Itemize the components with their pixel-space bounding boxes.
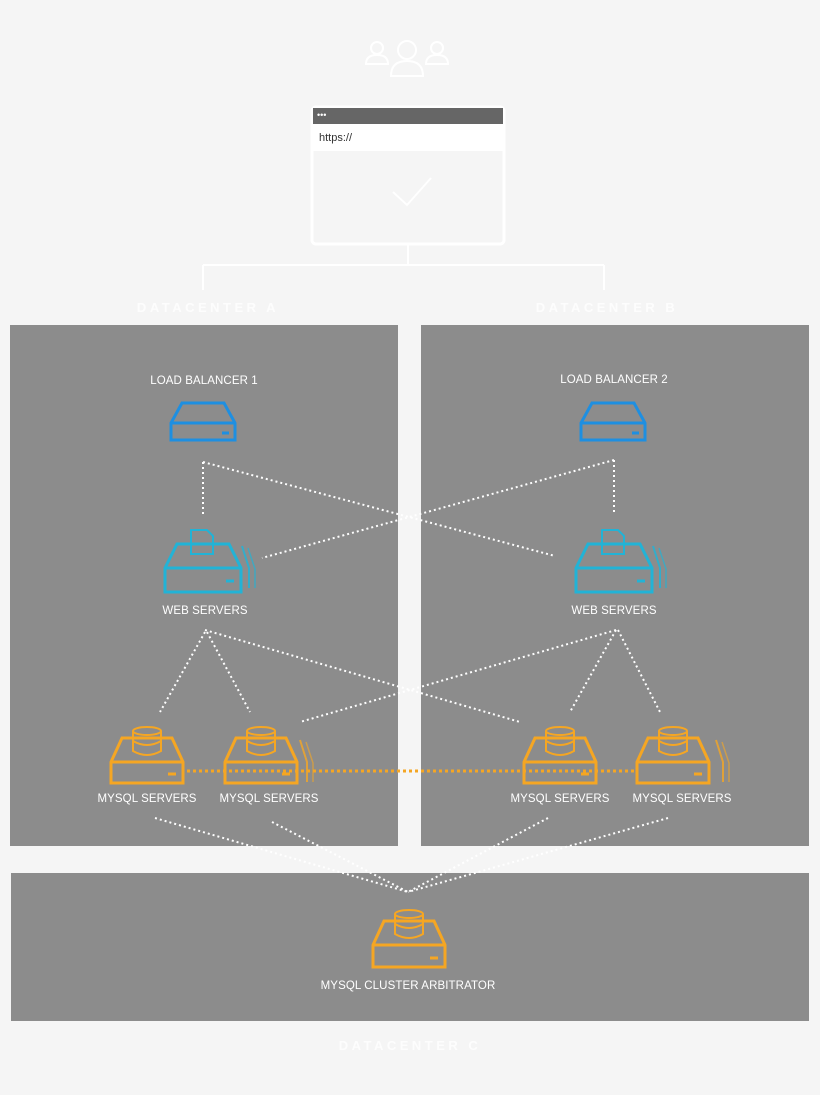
load-balancer-2-label: LOAD BALANCER 2	[560, 374, 668, 386]
datacenter-b-title: DATACENTER B	[535, 300, 679, 315]
datacenter-b-panel	[421, 325, 809, 846]
mysql-server-a1-icon	[109, 726, 185, 785]
load-balancer-1-label: LOAD BALANCER 1	[150, 375, 258, 387]
mysql-server-b1-icon	[522, 726, 598, 785]
datacenter-a-panel	[10, 325, 398, 846]
browser-connector	[202, 244, 605, 290]
web-servers-a-icon	[163, 529, 256, 594]
web-servers-a-label: WEB SERVERS	[162, 605, 248, 617]
browser-window-icon	[310, 105, 506, 246]
mysql-server-a2-icon	[223, 726, 314, 785]
browser-url: https://	[319, 132, 353, 144]
mysql-arbitrator-icon	[371, 909, 447, 969]
users-group-icon	[364, 40, 450, 77]
datacenter-c-panel	[11, 873, 809, 1021]
load-balancer-2-server-icon	[579, 401, 647, 442]
web-servers-b-icon	[574, 529, 667, 594]
mysql-arbitrator-label: MYSQL CLUSTER ARBITRATOR	[320, 980, 496, 992]
mysql-servers-b2-label: MYSQL SERVERS	[632, 793, 732, 805]
datacenter-a-title: DATACENTER A	[136, 300, 280, 315]
mysql-servers-a2-label: MYSQL SERVERS	[219, 793, 319, 805]
load-balancer-1-server-icon	[169, 401, 237, 442]
mysql-servers-b1-label: MYSQL SERVERS	[510, 793, 610, 805]
web-servers-b-label: WEB SERVERS	[571, 605, 657, 617]
browser-dots: •••	[317, 110, 327, 120]
mysql-server-b2-icon	[635, 726, 730, 785]
datacenter-c-title: DATACENTER C	[338, 1038, 482, 1053]
mysql-servers-a1-label: MYSQL SERVERS	[97, 793, 197, 805]
network-links	[154, 459, 669, 893]
